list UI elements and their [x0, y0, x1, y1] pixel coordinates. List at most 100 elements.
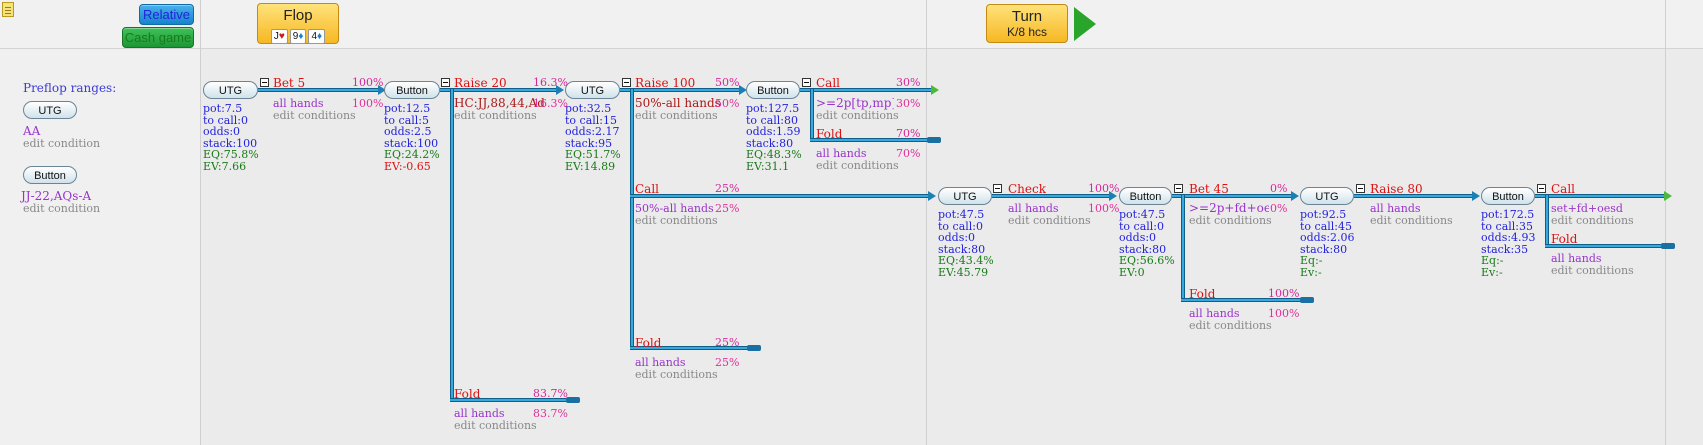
- edit-conditions-link[interactable]: edit conditions: [454, 419, 537, 432]
- collapse-icon[interactable]: [1356, 184, 1365, 193]
- action-range[interactable]: all hands: [273, 97, 324, 110]
- column-divider-flop: [200, 0, 201, 445]
- action-range[interactable]: all hands: [816, 147, 867, 160]
- node-button[interactable]: Button: [1481, 187, 1535, 205]
- action-range-pct: 100%: [1268, 307, 1300, 320]
- action-label[interactable]: Bet 45: [1189, 182, 1229, 196]
- action-label[interactable]: Call: [1551, 182, 1576, 196]
- action-range-pct: 100%: [352, 97, 384, 110]
- action-label[interactable]: Call: [816, 76, 841, 90]
- action-range[interactable]: >=2p+fd+oesd+: [1189, 201, 1269, 215]
- edge-call-30: [800, 88, 932, 92]
- edge-fold-83: [450, 89, 454, 401]
- edge-arrow: [556, 85, 564, 95]
- preflop-range-utg[interactable]: AA: [23, 124, 41, 138]
- stat-stack: stack:80: [1300, 242, 1348, 256]
- edit-conditions-link[interactable]: edit conditions: [1551, 264, 1634, 277]
- edit-conditions-link[interactable]: edit conditions: [273, 109, 356, 122]
- next-street-arrow[interactable]: [1664, 191, 1672, 201]
- edit-conditions-link[interactable]: edit conditions: [454, 109, 537, 122]
- stat-pot: pot:47.5: [1119, 208, 1166, 221]
- stat-pot: pot:12.5: [384, 102, 431, 115]
- action-range[interactable]: all hands: [1370, 202, 1421, 215]
- fold-endcap: [1661, 243, 1675, 249]
- cash-game-button[interactable]: Cash game: [122, 27, 194, 48]
- action-label[interactable]: Raise 100: [635, 76, 696, 90]
- action-label[interactable]: Bet 5: [273, 76, 306, 90]
- action-label[interactable]: Fold: [454, 387, 481, 401]
- preflop-edit-button[interactable]: edit condition: [23, 202, 101, 215]
- action-range[interactable]: set+fd+oesd: [1551, 202, 1623, 215]
- collapse-icon[interactable]: [1537, 184, 1546, 193]
- edit-conditions-link[interactable]: edit conditions: [1370, 214, 1453, 227]
- action-range[interactable]: HC:JJ,88,44,Ad: [454, 96, 545, 110]
- edit-conditions-link[interactable]: edit conditions: [1189, 214, 1272, 227]
- action-label[interactable]: Raise 80: [1370, 182, 1423, 196]
- edit-conditions-link[interactable]: edit conditions: [816, 159, 899, 172]
- node-stats: pot:172.5 to call:35 odds:4.93 stack:35 …: [1481, 209, 1536, 278]
- action-range[interactable]: 50%-all hands: [635, 202, 714, 215]
- edit-conditions-link[interactable]: edit conditions: [1189, 319, 1272, 332]
- edit-conditions-link[interactable]: edit conditions: [635, 214, 718, 227]
- node-stats: pot:12.5 to call:5 odds:2.5 stack:100 EQ…: [384, 103, 440, 172]
- action-label[interactable]: Fold: [816, 127, 843, 141]
- action-range-pct: 16.3%: [533, 97, 568, 110]
- action-range[interactable]: all hands: [635, 356, 686, 369]
- preflop-player-button[interactable]: Button: [23, 166, 77, 184]
- action-range[interactable]: all hands: [454, 407, 505, 420]
- stat-pot: pot:47.5: [938, 208, 985, 221]
- node-button[interactable]: Button: [1119, 187, 1172, 205]
- node-utg[interactable]: UTG: [565, 81, 620, 99]
- node-utg[interactable]: UTG: [938, 187, 992, 205]
- node-utg[interactable]: UTG: [203, 81, 258, 99]
- collapse-icon[interactable]: [260, 78, 269, 87]
- edit-conditions-link[interactable]: edit conditions: [1551, 214, 1634, 227]
- action-range[interactable]: 50%-all hands: [635, 96, 721, 110]
- edit-conditions-link[interactable]: edit conditions: [635, 368, 718, 381]
- action-range[interactable]: all hands: [1008, 202, 1059, 215]
- action-range[interactable]: >=2p[tp,mp]+F: [816, 96, 894, 110]
- stat-ev: EV:7.66: [203, 159, 247, 173]
- flop-button[interactable]: Flop J♥9♦4♦: [257, 3, 339, 44]
- edge-raise100: [620, 88, 741, 92]
- action-range[interactable]: all hands: [1189, 307, 1240, 320]
- edit-conditions-link[interactable]: edit conditions: [816, 109, 899, 122]
- action-label[interactable]: Raise 20: [454, 76, 507, 90]
- action-label[interactable]: Check: [1008, 182, 1047, 196]
- action-label[interactable]: Fold: [1551, 232, 1578, 246]
- stat-to-call: to call:35: [1481, 219, 1533, 233]
- preflop-player-utg[interactable]: UTG: [23, 101, 77, 119]
- relative-button[interactable]: Relative: [139, 4, 194, 25]
- stat-odds: odds:2.06: [1300, 231, 1355, 244]
- stat-pot: pot:172.5: [1481, 208, 1535, 221]
- turn-label: Turn: [1011, 8, 1043, 25]
- collapse-icon[interactable]: [622, 78, 631, 87]
- node-button[interactable]: Button: [746, 81, 800, 99]
- edit-conditions-link[interactable]: edit conditions: [635, 109, 718, 122]
- action-label[interactable]: Fold: [1189, 287, 1216, 301]
- collapse-icon[interactable]: [993, 184, 1002, 193]
- action-range[interactable]: all hands: [1551, 252, 1602, 265]
- edit-conditions-link[interactable]: edit conditions: [1008, 214, 1091, 227]
- node-stats: pot:92.5 to call:45 odds:2.06 stack:80 E…: [1300, 209, 1355, 278]
- preflop-range-button[interactable]: JJ-22,AQs-A: [21, 189, 92, 203]
- stat-to-call: to call:80: [746, 113, 798, 127]
- play-icon[interactable]: [1074, 7, 1096, 41]
- edge-arrow: [1291, 191, 1299, 201]
- next-street-arrow[interactable]: [931, 85, 939, 95]
- node-button[interactable]: Button: [384, 81, 440, 99]
- document-icon[interactable]: [2, 2, 14, 17]
- stat-stack: stack:95: [565, 136, 613, 150]
- stat-stack: stack:80: [938, 242, 986, 256]
- preflop-edit-utg[interactable]: edit condition: [23, 137, 101, 150]
- collapse-icon[interactable]: [1174, 184, 1183, 193]
- turn-button[interactable]: Turn K/8 hcs: [986, 4, 1068, 43]
- header-bar: [0, 0, 1703, 49]
- collapse-icon[interactable]: [441, 78, 450, 87]
- action-label[interactable]: Fold: [635, 336, 662, 350]
- flop-card-1: J♥: [270, 29, 288, 44]
- stat-to-call: to call:0: [203, 113, 248, 127]
- action-label[interactable]: Call: [635, 182, 660, 196]
- collapse-icon[interactable]: [802, 78, 811, 87]
- node-utg[interactable]: UTG: [1300, 187, 1354, 205]
